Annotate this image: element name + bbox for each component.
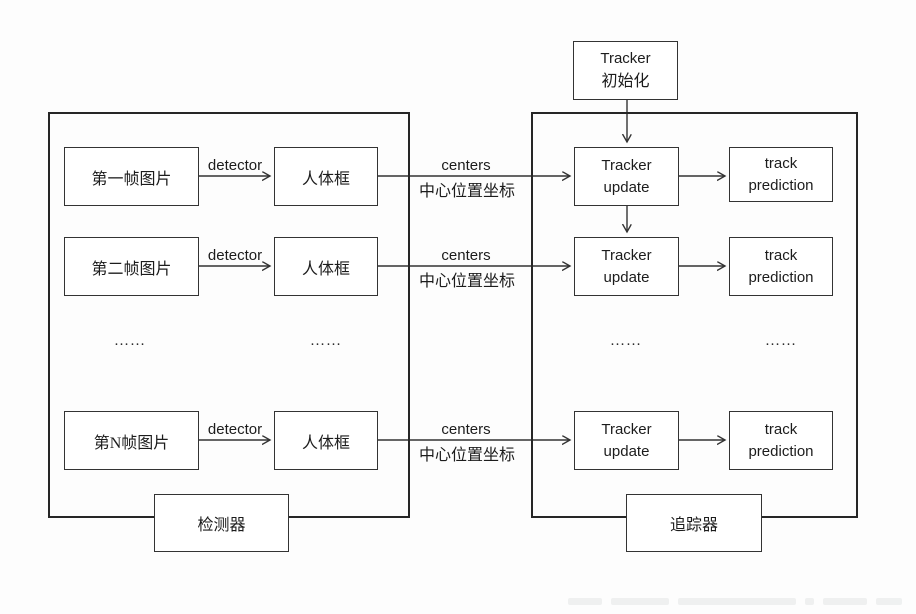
- centers-label-zh-n: 中心位置坐标: [418, 447, 515, 464]
- body-box-label-2: 人体框: [301, 260, 350, 278]
- centers-label-en-2: centers: [441, 247, 491, 264]
- tracker-init-line2: 初始化: [601, 73, 650, 90]
- frame-image-box-1: 第一帧图片: [64, 147, 199, 206]
- centers-label-en-n: centers: [441, 421, 491, 438]
- frame-image-box-2: 第二帧图片: [64, 237, 199, 296]
- ellipsis-frames: ……: [114, 333, 146, 349]
- detector-section-title-box: 检测器: [154, 494, 289, 552]
- tracker-update-box-n: Tracker update: [574, 411, 679, 470]
- tracker-section-title-box: 追踪器: [626, 494, 762, 552]
- watermark: [568, 598, 902, 605]
- tracker-init-box: Tracker 初始化: [573, 41, 678, 100]
- frame-image-box-n: 第N帧图片: [64, 411, 199, 470]
- body-box-1: 人体框: [274, 147, 378, 206]
- track-prediction-box-1: track prediction: [729, 147, 833, 202]
- detector-arrow-label-1: detector: [207, 157, 263, 174]
- track-prediction-box-2: track prediction: [729, 237, 833, 296]
- tracker-update-box-1: Tracker update: [574, 147, 679, 206]
- centers-label-zh-2: 中心位置坐标: [418, 273, 515, 290]
- centers-label-en-1: centers: [441, 157, 491, 174]
- body-box-2: 人体框: [274, 237, 378, 296]
- detector-arrow-label-2: detector: [207, 247, 263, 264]
- frame-image-label-2: 第二帧图片: [91, 260, 172, 278]
- tracker-section-title: 追踪器: [669, 517, 718, 534]
- ellipsis-predictions: ……: [765, 333, 797, 349]
- track-prediction-box-n: track prediction: [729, 411, 833, 470]
- tracker-init-line1: Tracker: [600, 50, 651, 67]
- ellipsis-body-boxes: ……: [310, 333, 342, 349]
- body-box-label-1: 人体框: [301, 170, 350, 188]
- centers-label-zh-1: 中心位置坐标: [418, 183, 515, 200]
- detector-section-title: 检测器: [197, 517, 246, 534]
- detector-arrow-label-n: detector: [207, 421, 263, 438]
- frame-image-label-n: 第N帧图片: [93, 434, 170, 452]
- tracker-update-box-2: Tracker update: [574, 237, 679, 296]
- ellipsis-updates: ……: [610, 333, 642, 349]
- body-box-label-n: 人体框: [301, 434, 350, 452]
- frame-image-label-1: 第一帧图片: [91, 170, 172, 188]
- body-box-n: 人体框: [274, 411, 378, 470]
